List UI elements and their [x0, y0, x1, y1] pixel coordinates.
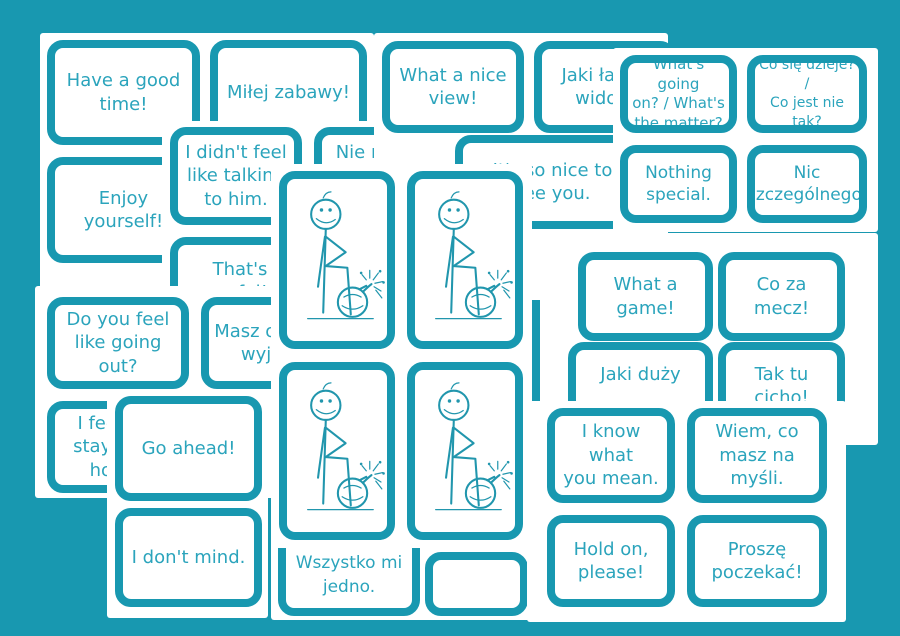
card-back — [407, 362, 523, 540]
flashcard-co-za-mecz: Co za mecz! — [718, 252, 845, 341]
sheet-bottom-left: Go ahead! I don't mind. — [107, 390, 268, 618]
sheet-card-backs — [271, 164, 532, 548]
card-back — [279, 171, 395, 349]
flashcard-i-dont-mind: I don't mind. — [115, 508, 262, 607]
flashcard-what-a-nice-view: What a nice view! — [382, 41, 524, 133]
flashcard-text: Miłej zabawy! — [227, 81, 350, 103]
flashcard-text: I know what you mean. — [563, 421, 659, 490]
stickman-bomb-illustration — [287, 370, 387, 532]
flashcard-nic-szczegolnego: Nic szczególnego. — [747, 145, 867, 223]
flashcard-hold-on-please: Hold on, please! — [547, 515, 675, 607]
flashcard-text: Nic szczególnego. — [747, 162, 867, 205]
flashcard-text: What a game! — [613, 274, 678, 319]
flashcard-text: Nothing special. — [645, 162, 712, 205]
flashcard-text: Go ahead! — [141, 437, 236, 459]
flashcard-i-know-what-you-mean: I know what you mean. — [547, 408, 675, 503]
flashcard-text: Co za mecz! — [753, 274, 810, 319]
flashcard-do-you-feel: Do you feel like going out? — [47, 297, 189, 389]
flashcard-go-ahead: Go ahead! — [115, 396, 262, 501]
flashcard-what-a-game: What a game! — [578, 252, 713, 341]
flashcard-text: What a nice view! — [399, 64, 507, 109]
flashcard-text: I didn't feel like talking to him. — [185, 141, 287, 210]
flashcard-co-sie-dzieje: Co się dzieje? / Co jest nie tak? — [747, 55, 867, 133]
flashcard-text: What's going on? / What's the matter? — [632, 55, 725, 132]
flashcard-text: Jaki duży — [600, 364, 681, 385]
sheet-bottom-right: I know what you mean. Wiem, co masz na m… — [527, 401, 846, 622]
stickman-bomb-illustration — [415, 370, 515, 532]
flashcard-text: Do you feel like going out? — [66, 308, 170, 377]
flashcard-text: Have a good time! — [66, 70, 181, 115]
flashcard-text: Wiem, co masz na myśli. — [715, 421, 799, 490]
flashcard-prosze-poczekac: Proszę poczekać! — [687, 515, 827, 607]
flashcard-empty — [425, 552, 528, 616]
flashcard-text: Enjoy yourself! — [83, 187, 164, 232]
flashcard-whats-going-on: What's going on? / What's the matter? — [620, 55, 737, 133]
flashcard-text: I don't mind. — [131, 546, 246, 568]
card-back — [407, 171, 523, 349]
sheet-top-right: What's going on? / What's the matter? Co… — [613, 48, 878, 232]
flashcard-have-a-good-time: Have a good time! — [47, 40, 200, 145]
flashcard-text: Co się dzieje? / Co jest nie tak? — [759, 57, 855, 130]
flashcard-nothing-special: Nothing special. — [620, 145, 737, 223]
flashcard-wiem-co-masz: Wiem, co masz na myśli. — [687, 408, 827, 503]
stickman-bomb-illustration — [415, 179, 515, 341]
flashcard-text: Hold on, please! — [573, 538, 649, 583]
flashcard-text: Proszę poczekać! — [711, 538, 803, 583]
stickman-bomb-illustration — [287, 179, 387, 341]
card-back — [279, 362, 395, 540]
